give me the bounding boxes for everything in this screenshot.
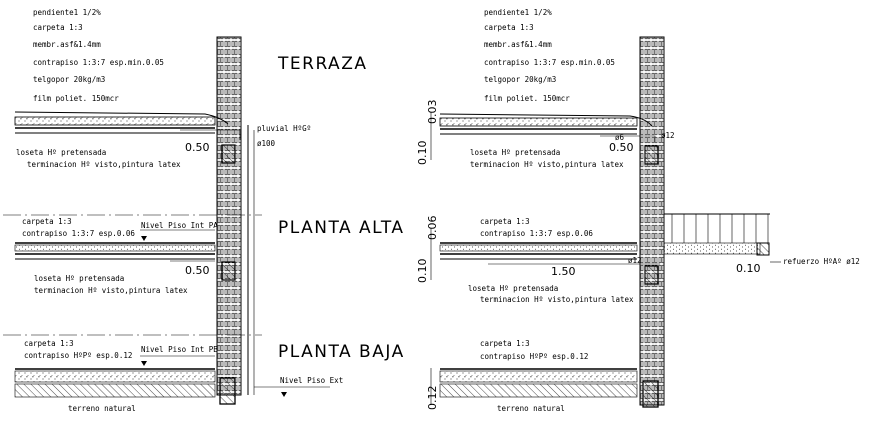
right-upper-note: carpeta 1:3 [480,217,530,226]
right-ground-note: carpeta 1:3 [480,339,530,348]
left-dim-roof: 0.50 [185,141,210,154]
railing [664,213,770,243]
right-upper-slab-note: terminacion Hº visto,pintura latex [480,295,634,304]
left-upper-slab-note: loseta Hº pretensada [34,274,124,283]
left-ground-note: carpeta 1:3 [24,339,74,348]
right-brick-wall [639,36,665,406]
right-dim-010-roof: 0.10 [416,141,429,166]
level-pa-label: Nivel Piso Int PA [141,221,218,230]
left-ground-slab [14,368,236,405]
left-upper-note: contrapiso 1:3:7 esp.0.06 [22,229,135,238]
level-marker-icon [141,236,147,241]
right-dim-012: 0.12 [426,386,439,411]
right-upper-slab [439,242,770,285]
left-roof-note: pendiente1 1/2% [33,8,101,17]
left-roof-slab [14,111,241,164]
right-bar-12: ø12 [661,131,675,140]
left-dim-upper: 0.50 [185,264,210,277]
right-terrain-label: terreno natural [497,404,565,413]
right-detail: pendiente1 1/2% carpeta 1:3 membr.asf&1.… [416,8,860,413]
left-slab-note: loseta Hº pretensada [16,148,106,157]
right-dim-010-upper: 0.10 [416,259,429,284]
left-brick-wall [216,36,242,396]
refuerzo-label: refuerzo HºAº ø12 [783,257,860,266]
right-roof-note: pendiente1 1/2% [484,8,552,17]
right-slab-note: terminacion Hº visto,pintura latex [470,160,624,169]
right-dim-003: 0.03 [426,100,439,125]
right-roof-note: membr.asf&1.4mm [484,40,552,49]
right-roof-notes: pendiente1 1/2% carpeta 1:3 membr.asf&1.… [484,8,615,103]
right-upper-note: contrapiso 1:3:7 esp.0.06 [480,229,593,238]
right-roof-note: contrapiso 1:3:7 esp.min.0.05 [484,58,615,67]
left-roof-note: contrapiso 1:3:7 esp.min.0.05 [33,58,164,67]
section-title-planta-alta: PLANTA ALTA [278,218,405,238]
right-roof-note: telgopor 20kg/m3 [484,75,556,84]
right-dim-roof: 0.50 [609,141,634,154]
left-roof-note: carpeta 1:3 [33,23,83,32]
right-dim-006: 0.06 [426,216,439,241]
left-detail: pendiente1 1/2% carpeta 1:3 membr.asf&1.… [3,8,405,413]
section-title-planta-baja: PLANTA BAJA [278,342,405,362]
section-title-terraza: TERRAZA [277,54,367,74]
left-upper-note: carpeta 1:3 [22,217,72,226]
right-roof-note: carpeta 1:3 [484,23,534,32]
left-roof-notes: pendiente1 1/2% carpeta 1:3 membr.asf&1.… [33,8,164,103]
left-roof-note: membr.asf&1.4mm [33,40,101,49]
right-upper-slab-note: loseta Hº pretensada [468,284,558,293]
left-ground-note: contrapiso HºPº esp.0.12 [24,351,132,360]
right-ground-note: contrapiso HºPº esp.0.12 [480,352,588,361]
left-slab-note: terminacion Hº visto,pintura latex [27,160,181,169]
level-ext-label: Nivel Piso Ext [280,376,343,385]
right-bar-6: ø6 [615,133,625,142]
right-dim-150: 1.50 [551,265,576,278]
right-ground-slab [439,368,659,408]
level-pb-label: Nivel Piso Int PB [141,345,218,354]
level-marker-icon [281,392,287,397]
pluvial-label: pluvial HºGº [257,124,311,133]
right-slab-note: loseta Hº pretensada [470,148,560,157]
right-roof-slab [439,113,659,165]
left-terrain-label: terreno natural [68,404,136,413]
right-roof-note: film poliet. 150mcr [484,94,570,103]
level-marker-icon [141,361,147,366]
pluvial-diameter: ø100 [257,139,276,148]
left-upper-slab [14,242,236,281]
left-roof-note: film poliet. 150mcr [33,94,119,103]
right-dim-010-cantilever: 0.10 [736,262,761,275]
left-roof-note: telgopor 20kg/m3 [33,75,105,84]
right-bar-12-upper: ø12 [628,256,642,265]
left-upper-slab-note: terminacion Hº visto,pintura latex [34,286,188,295]
